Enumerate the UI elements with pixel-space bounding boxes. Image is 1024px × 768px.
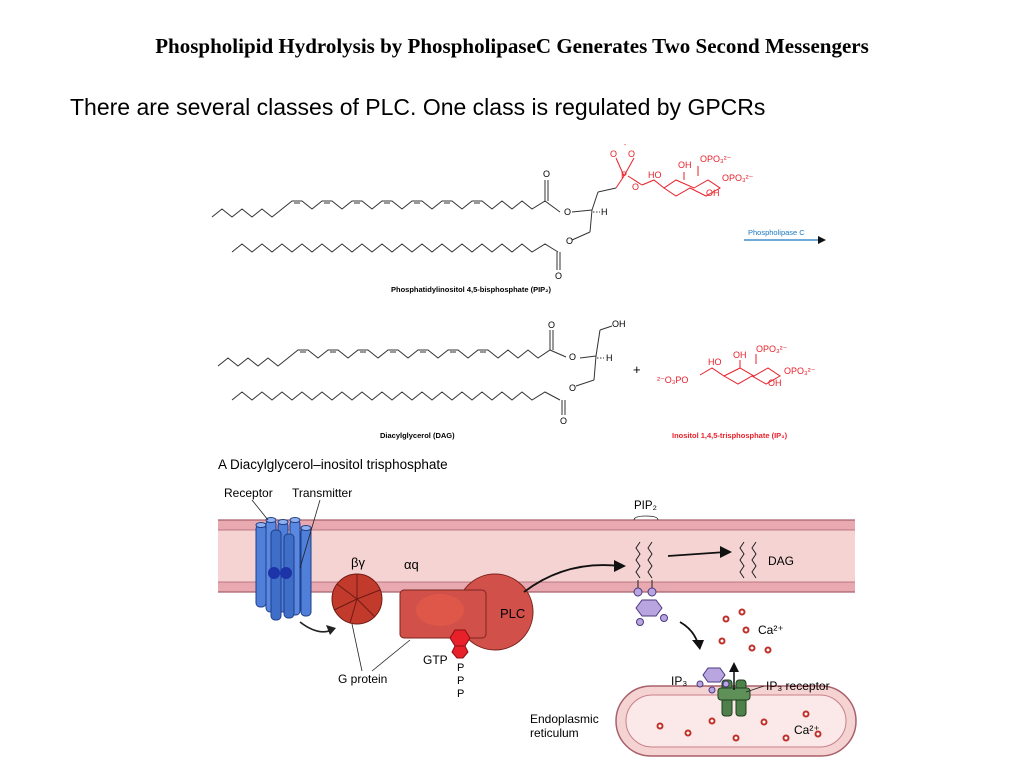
atom-label: -	[624, 142, 627, 149]
atom-label: O	[555, 271, 562, 281]
slide-title: Phospholipid Hydrolysis by Phospholipase…	[155, 34, 869, 58]
dag-caption: Diacylglycerol (DAG)	[380, 431, 455, 440]
cytosolic-calcium	[718, 608, 772, 654]
atom-label: O	[548, 320, 555, 330]
ip3-structure	[699, 354, 781, 385]
atom-label: OH	[678, 160, 692, 170]
atom-label: O	[566, 236, 573, 246]
plc-to-pip2-arrow	[523, 564, 621, 593]
atom-label: P	[621, 170, 627, 180]
transmitter-label: Transmitter	[292, 486, 352, 500]
atom-label: HO	[708, 357, 722, 367]
atom-label: OPO₃²⁻	[700, 154, 732, 164]
pip2-phosphate	[647, 587, 657, 597]
pip2-headgroup-atoms: O O - P O HO OH OPO₃²⁻ OPO₃²⁻ OH	[610, 142, 754, 198]
er-label-line2: reticulum	[530, 726, 579, 740]
atom-label: OH	[733, 350, 747, 360]
pip2-caption: Phosphatidylinositol 4,5-bisphosphate (P…	[391, 285, 552, 294]
atom-label: OPO₃²⁻	[722, 173, 754, 183]
atom-label: OPO₃²⁻	[756, 344, 788, 354]
pip2-headgroup	[615, 157, 721, 197]
atom-label: O	[564, 207, 571, 217]
ip3-receptor-channel	[717, 679, 751, 717]
ip3-atoms: ²⁻O₃PO HO OH OPO₃²⁻ OPO₃²⁻ OH	[657, 344, 816, 388]
phosphate-label: P	[457, 688, 464, 700]
er-label-line1: Endoplasmic	[530, 712, 599, 726]
ip3-caption: Inositol 1,4,5-trisphosphate (IP₃)	[672, 431, 788, 440]
pip2-to-dag-arrow	[667, 551, 727, 557]
atom-label: OH	[612, 319, 626, 329]
atom-label: OH	[706, 188, 720, 198]
atom-label: O	[569, 383, 576, 393]
dag-atoms: O O O O H OH	[548, 319, 626, 426]
ligand-dot	[268, 567, 280, 579]
enzyme-label: Phospholipase C	[748, 228, 805, 237]
pip2-structure	[211, 180, 617, 270]
atom-label: O	[628, 149, 635, 159]
atom-label: OPO₃²⁻	[784, 366, 816, 376]
ip3-molecule	[696, 667, 730, 694]
ligand-dot	[280, 567, 292, 579]
gtp-molecule	[449, 629, 471, 659]
atom-label: H	[606, 353, 613, 363]
pip2-phosphate	[636, 618, 644, 626]
pip2-label: PIP₂	[634, 500, 657, 512]
enzyme-arrow: Phospholipase C	[744, 228, 826, 244]
g-protein-label: G protein	[338, 672, 387, 686]
phosphate-label: P	[457, 662, 464, 674]
pip2-atoms: O O O O H	[543, 169, 608, 281]
calcium-label-cytosol: Ca²⁺	[758, 623, 784, 637]
dag-structure	[217, 325, 613, 415]
atom-label: O	[569, 352, 576, 362]
atom-label: O	[543, 169, 550, 179]
atom-label: O	[560, 416, 567, 426]
slide-subtitle: There are several classes of PLC. One cl…	[70, 94, 766, 120]
gtp-label: GTP	[423, 653, 448, 667]
atom-label: OH	[768, 378, 782, 388]
atom-label: O	[632, 182, 639, 192]
panel-title: A Diacylglycerol–inositol trisphosphate	[218, 457, 448, 472]
receptor-label: Receptor	[224, 486, 273, 500]
ip3-receptor-label: IP₃ receptor	[766, 679, 830, 693]
ip3-label: IP₃	[671, 674, 687, 688]
pip2-inositol	[635, 599, 663, 617]
er-calcium	[656, 710, 822, 742]
plus-sign: +	[633, 362, 641, 377]
phosphate-label: P	[457, 675, 464, 687]
atom-label: H	[601, 207, 608, 217]
alpha-q-label: αq	[404, 557, 419, 572]
dag-label: DAG	[768, 554, 794, 568]
calcium-label-er: Ca²⁺	[794, 723, 820, 737]
atom-label: HO	[648, 170, 662, 180]
beta-gamma-label: βγ	[351, 555, 365, 570]
g-beta-gamma	[331, 573, 383, 625]
plasma-membrane	[218, 519, 855, 593]
plc-label: PLC	[500, 606, 525, 621]
dag-lipid	[739, 541, 757, 579]
pip2-phosphate	[633, 587, 643, 597]
atom-label: O	[610, 149, 617, 159]
pip2-phosphate	[660, 614, 668, 622]
atom-label: ²⁻O₃PO	[657, 375, 688, 385]
